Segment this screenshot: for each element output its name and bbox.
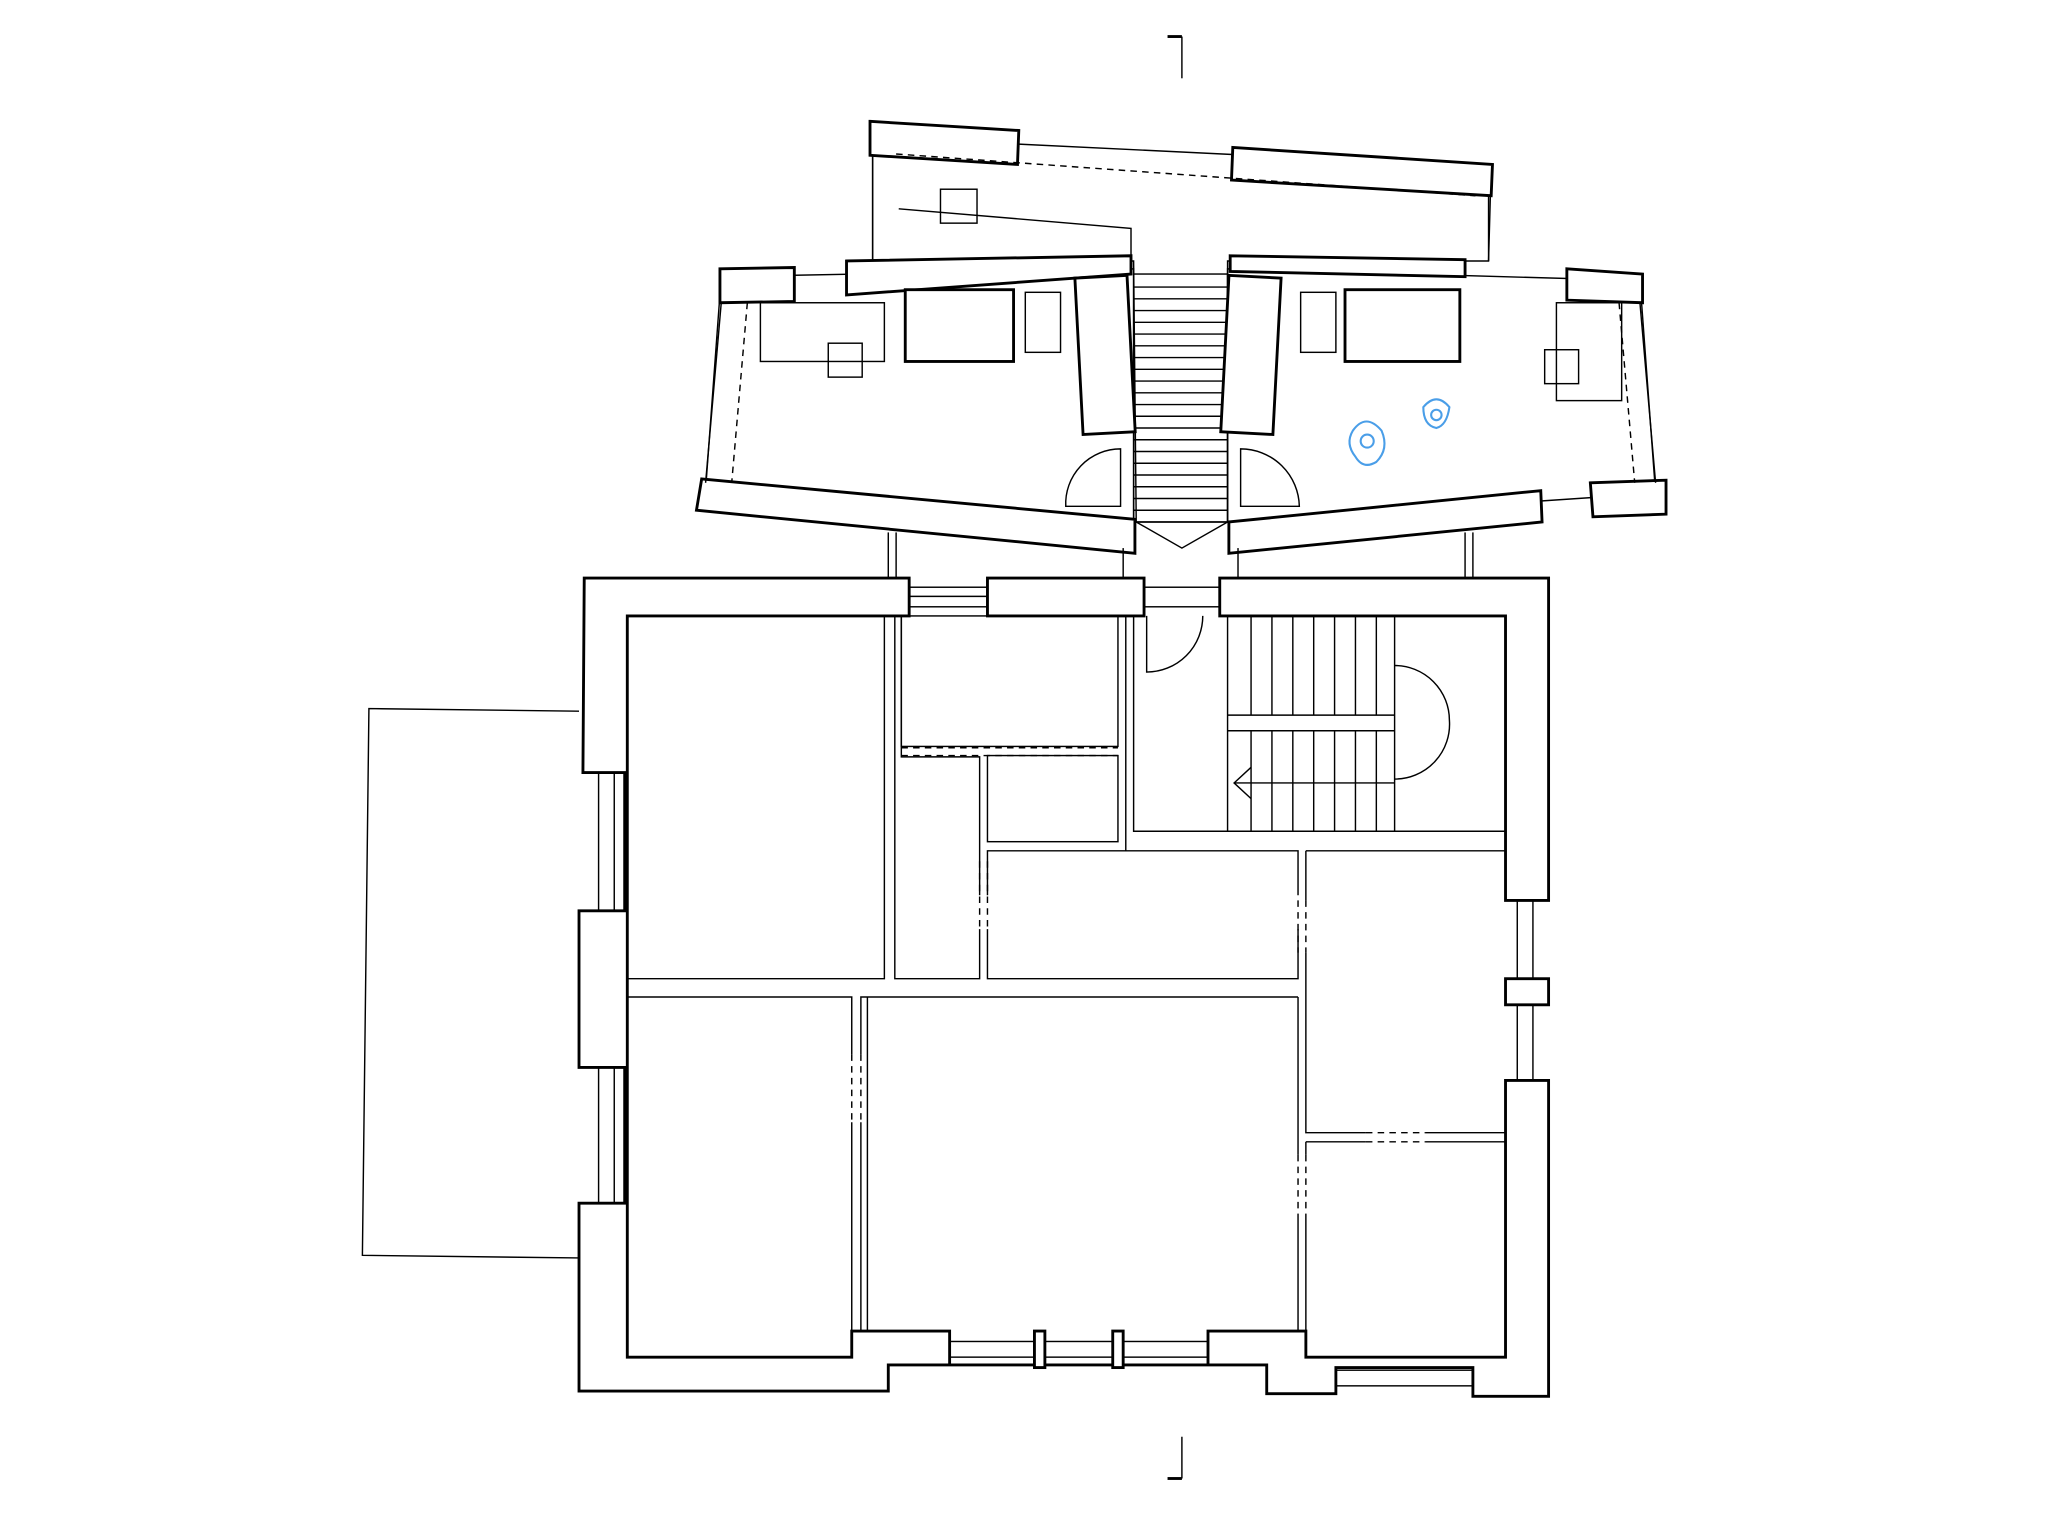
interior-walls (627, 615, 1506, 1332)
bed (903, 288, 1015, 363)
annex-outline (361, 707, 580, 1259)
door-swing (1145, 615, 1204, 673)
wardrobe (1073, 273, 1137, 437)
section-marker-bottom (1167, 1436, 1183, 1480)
main-stair (1226, 615, 1451, 832)
upper-wing (694, 119, 1668, 590)
wing-stair (1132, 273, 1229, 523)
door-swing (1065, 448, 1122, 508)
section-marker-top (1167, 35, 1183, 79)
exterior-wall (577, 576, 1551, 1398)
desk (1555, 302, 1623, 402)
door-swing (1239, 448, 1301, 508)
main-building (577, 576, 1551, 1398)
wardrobe (1219, 273, 1283, 437)
person-figure (1348, 398, 1451, 466)
windows (597, 586, 1534, 1387)
bed (1343, 288, 1462, 363)
desk (759, 302, 886, 363)
